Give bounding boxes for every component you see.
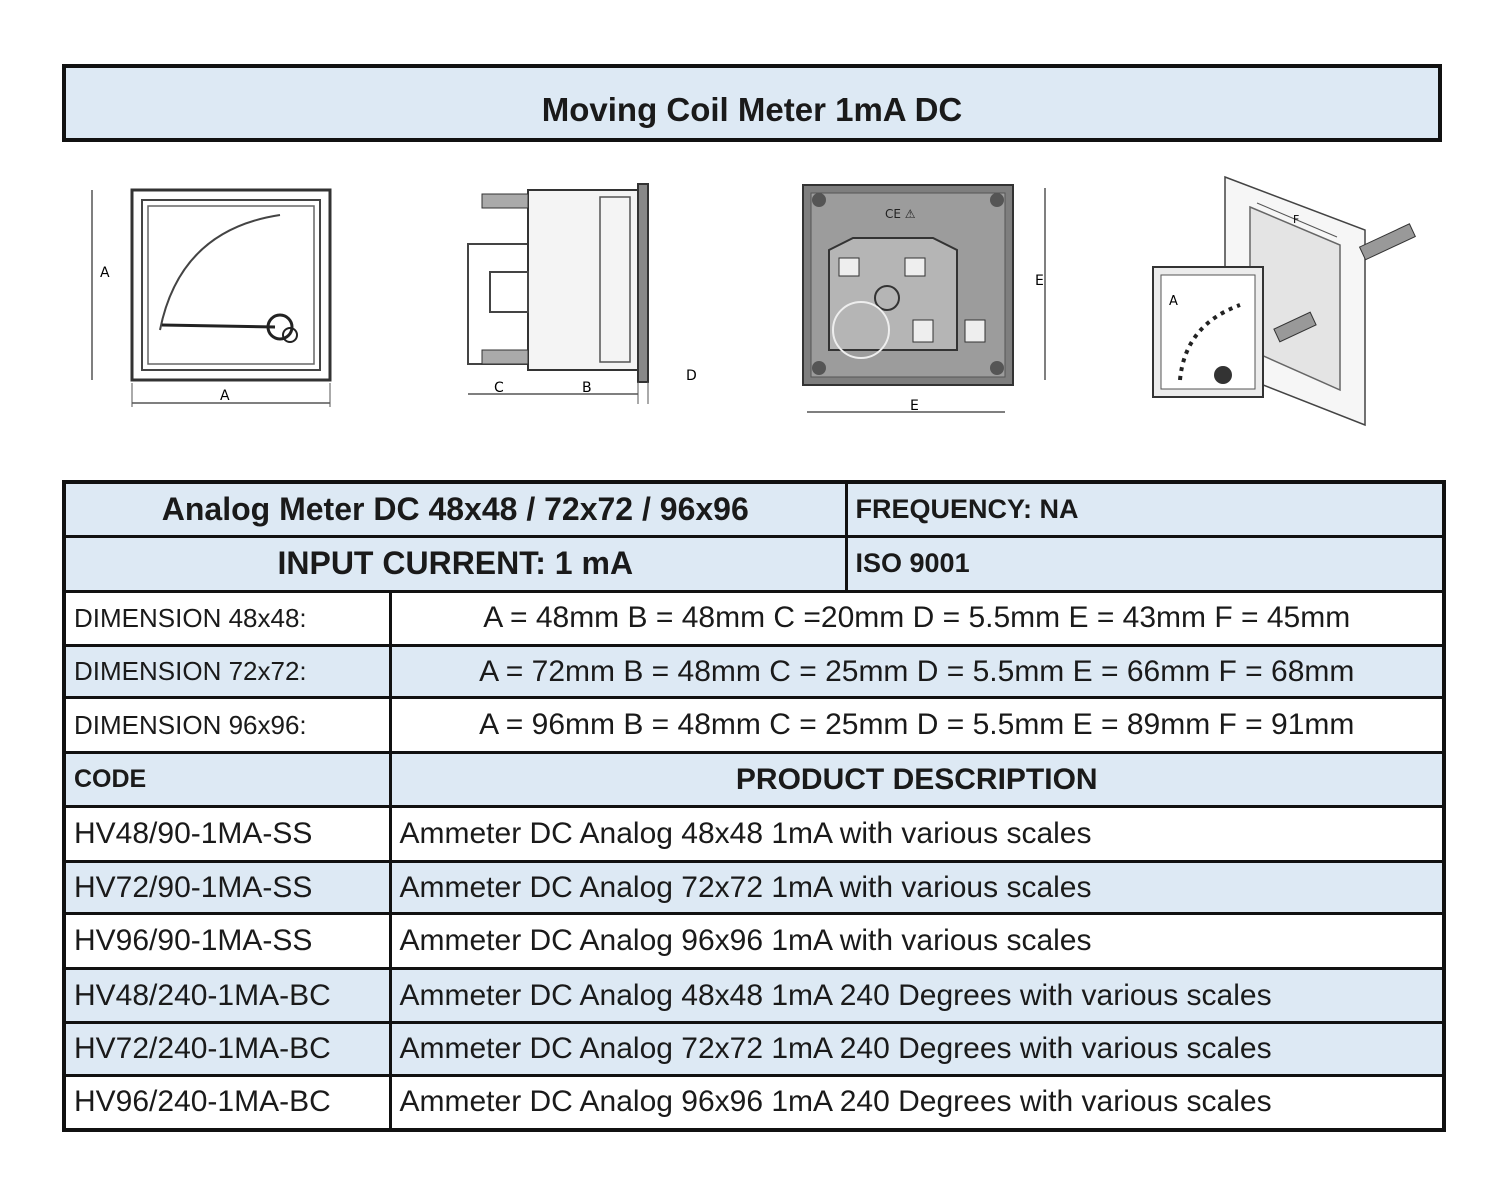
- dimension-value: A = 48mm B = 48mm C =20mm D = 5.5mm E = …: [388, 589, 1446, 647]
- product-description: Ammeter DC Analog 96x96 1mA 240 Degrees …: [388, 1073, 1446, 1132]
- dimension-value: A = 72mm B = 48mm C = 25mm D = 5.5mm E =…: [388, 643, 1446, 700]
- product-row: HV72/90-1MA-SS Ammeter DC Analog 72x72 1…: [62, 859, 1446, 916]
- header-row-model: Analog Meter DC 48x48 / 72x72 / 96x96 FR…: [62, 480, 1446, 538]
- page-title-bar: Moving Coil Meter 1mA DC: [62, 64, 1442, 142]
- product-code: HV48/240-1MA-BC: [62, 966, 392, 1025]
- product-code: HV96/90-1MA-SS: [62, 912, 392, 970]
- header-row-input: INPUT CURRENT: 1 mA ISO 9001: [62, 535, 1446, 593]
- dimension-label-b: B: [582, 380, 592, 396]
- dimension-value: A = 96mm B = 48mm C = 25mm D = 5.5mm E =…: [388, 696, 1446, 754]
- product-row: HV72/240-1MA-BC Ammeter DC Analog 72x72 …: [62, 1021, 1446, 1077]
- product-description: Ammeter DC Analog 72x72 1mA 240 Degrees …: [388, 1021, 1446, 1077]
- product-row: HV96/240-1MA-BC Ammeter DC Analog 96x96 …: [62, 1073, 1446, 1132]
- product-row: HV48/90-1MA-SS Ammeter DC Analog 48x48 1…: [62, 805, 1446, 863]
- dimension-row: DIMENSION 96x96: A = 96mm B = 48mm C = 2…: [62, 696, 1446, 754]
- product-description: Ammeter DC Analog 48x48 1mA with various…: [388, 805, 1446, 863]
- product-description: Ammeter DC Analog 96x96 1mA with various…: [388, 912, 1446, 970]
- frequency-cell: FREQUENCY: NA: [844, 480, 1446, 538]
- product-description: Ammeter DC Analog 48x48 1mA 240 Degrees …: [388, 966, 1446, 1025]
- front-view-drawing: A A: [91, 188, 332, 407]
- ce-mark: CE ⚠: [885, 207, 916, 221]
- description-column-header: PRODUCT DESCRIPTION: [388, 750, 1446, 809]
- product-code: HV72/240-1MA-BC: [62, 1021, 392, 1077]
- product-row: HV48/240-1MA-BC Ammeter DC Analog 48x48 …: [62, 966, 1446, 1025]
- column-header-row: CODE PRODUCT DESCRIPTION: [62, 750, 1446, 809]
- model-heading: Analog Meter DC 48x48 / 72x72 / 96x96: [62, 480, 848, 538]
- side-view-drawing: C B D: [467, 183, 697, 404]
- product-code: HV72/90-1MA-SS: [62, 859, 392, 916]
- technical-drawings: A A C B D CE ⚠ E: [0, 160, 1500, 450]
- dimension-label-f: F: [1293, 213, 1299, 226]
- dimension-label-a-left: A: [100, 265, 110, 281]
- dimension-label: DIMENSION 48x48:: [62, 589, 392, 647]
- product-code: HV48/90-1MA-SS: [62, 805, 392, 863]
- dimension-label-e-right: E: [1035, 273, 1044, 289]
- dial-unit-label: A: [1169, 294, 1178, 309]
- dimension-label: DIMENSION 96x96:: [62, 696, 392, 754]
- product-row: HV96/90-1MA-SS Ammeter DC Analog 96x96 1…: [62, 912, 1446, 970]
- dimension-label-e-bottom: E: [910, 398, 919, 414]
- dimension-label: DIMENSION 72x72:: [62, 643, 392, 700]
- input-current-cell: INPUT CURRENT: 1 mA: [62, 535, 848, 593]
- perspective-view-drawing: F A: [1152, 175, 1416, 427]
- dimension-row: DIMENSION 72x72: A = 72mm B = 48mm C = 2…: [62, 643, 1446, 700]
- back-view-drawing: CE ⚠ E E: [802, 184, 1046, 414]
- spec-table: Analog Meter DC 48x48 / 72x72 / 96x96 FR…: [62, 480, 1447, 1132]
- page-title: Moving Coil Meter 1mA DC: [541, 91, 963, 128]
- iso-cell: ISO 9001: [844, 535, 1446, 593]
- code-column-header: CODE: [62, 750, 392, 809]
- dimension-label-d: D: [686, 368, 697, 384]
- dimension-label-a-bottom: A: [220, 388, 230, 404]
- dimension-label-c: C: [494, 380, 504, 396]
- product-code: HV96/240-1MA-BC: [62, 1073, 392, 1132]
- dimension-row: DIMENSION 48x48: A = 48mm B = 48mm C =20…: [62, 589, 1446, 647]
- product-description: Ammeter DC Analog 72x72 1mA with various…: [388, 859, 1446, 916]
